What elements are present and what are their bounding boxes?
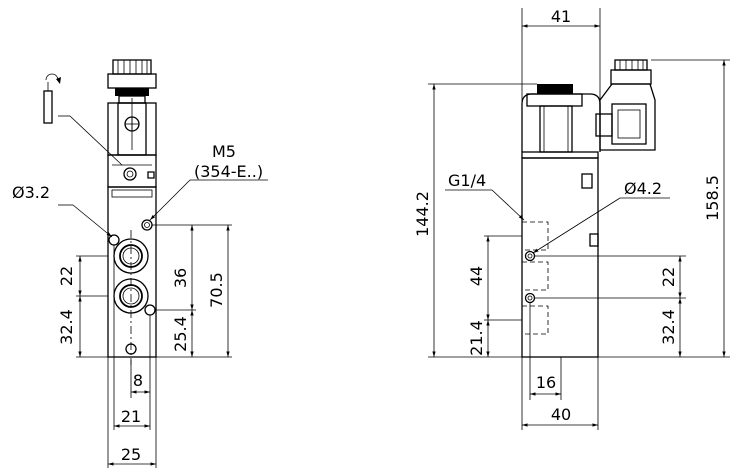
front-thread-note: (354-E..) [194, 162, 263, 181]
front-thread-label: M5 [212, 142, 236, 161]
side-port-label: G1/4 [448, 171, 486, 190]
dim-front-22: 22 [57, 266, 76, 286]
front-coil [107, 98, 157, 156]
dim-front-70-5: 70.5 [207, 272, 226, 308]
dim-side-158-5: 158.5 [703, 175, 722, 221]
dim-front-25-4: 25.4 [171, 316, 190, 352]
dim-side-40: 40 [551, 405, 571, 424]
dim-front-32-4: 32.4 [57, 309, 76, 345]
manual-override-tool-icon [43, 73, 123, 166]
dim-side-22: 22 [659, 267, 678, 287]
side-view: G1/4 Ø4.2 41 144.2 158.5 44 21.4 22 32.4 [413, 7, 730, 430]
dim-front-21: 21 [121, 407, 141, 426]
front-knurl-cap [107, 59, 157, 104]
side-valve-body [521, 157, 599, 358]
dim-front-36: 36 [171, 268, 190, 288]
side-hole-label: Ø4.2 [624, 179, 662, 198]
front-valve-body [107, 186, 157, 365]
dim-side-44: 44 [467, 266, 486, 286]
dim-side-16: 16 [536, 373, 556, 392]
dim-side-41: 41 [551, 7, 571, 26]
dim-side-21-4: 21.4 [467, 320, 486, 356]
connector-plug [595, 59, 656, 151]
dim-front-25: 25 [121, 445, 141, 464]
dim-front-8: 8 [133, 371, 143, 390]
front-view: Ø3.2 M5 (354-E..) 22 32.4 36 25.4 70.5 8… [12, 59, 268, 468]
front-actuator-head [107, 154, 157, 188]
front-hole-label: Ø3.2 [12, 183, 50, 202]
dim-side-32-4: 32.4 [659, 309, 678, 345]
dim-side-144-2: 144.2 [413, 191, 432, 237]
